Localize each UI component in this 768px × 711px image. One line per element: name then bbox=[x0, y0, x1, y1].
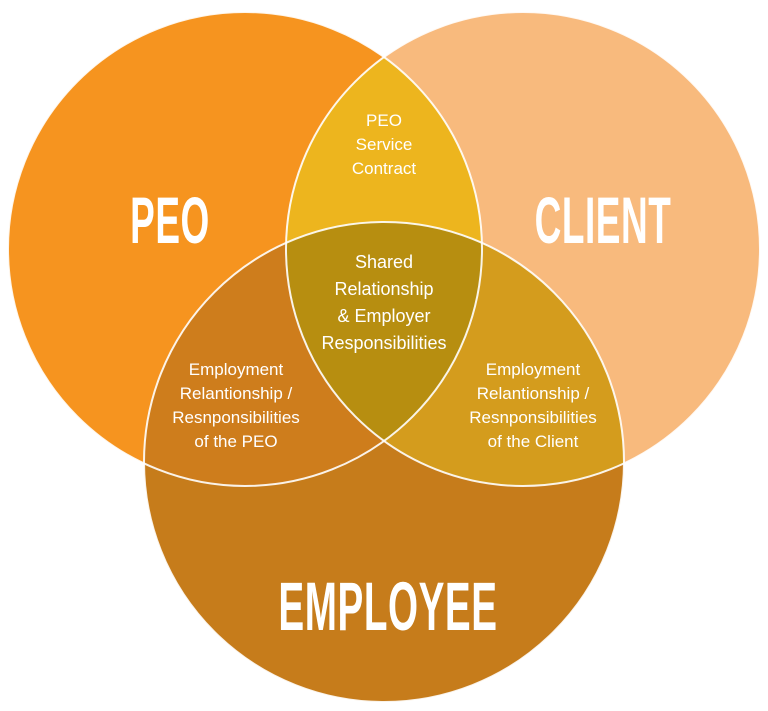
circle-outlines bbox=[7, 11, 761, 703]
